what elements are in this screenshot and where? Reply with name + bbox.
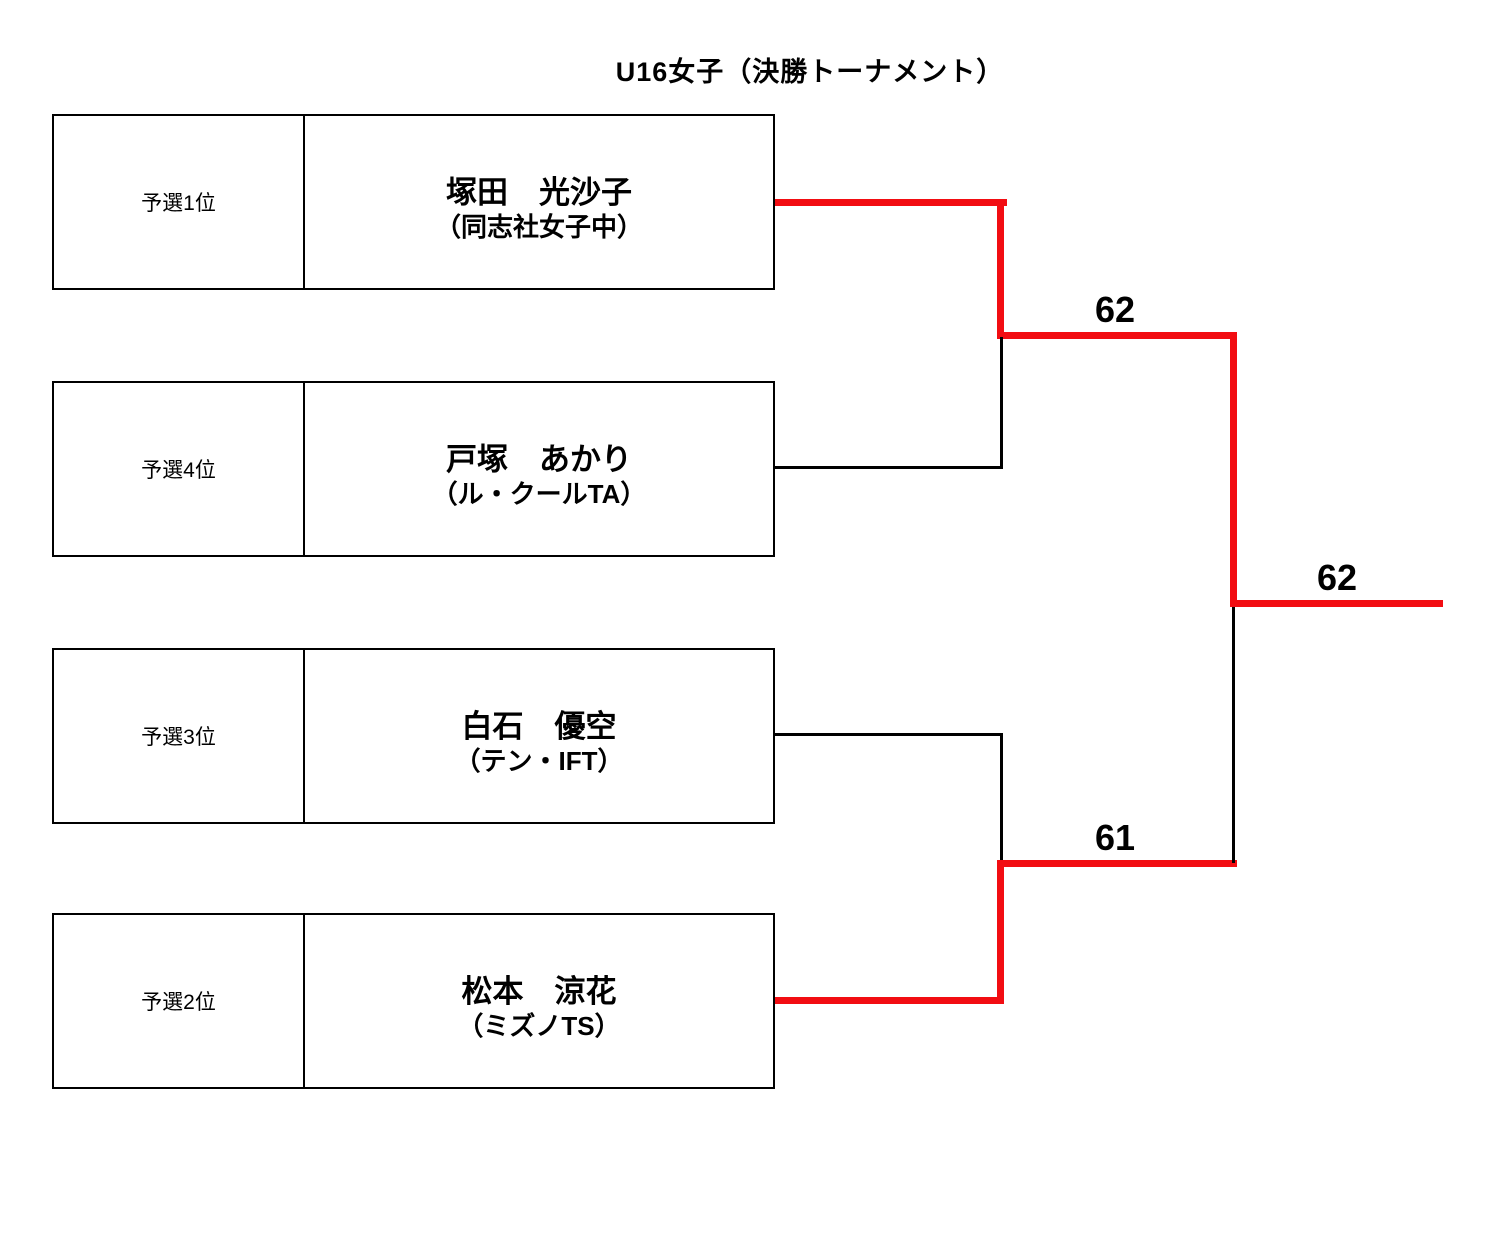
- winner-line-bottom-vertical: [997, 860, 1004, 1004]
- player-cell: 塚田 光沙子 （同志社女子中）: [305, 116, 773, 288]
- seed-label: 予選3位: [54, 650, 305, 822]
- player-name: 塚田 光沙子: [446, 175, 632, 211]
- winner-line-semifinal-bottom: [997, 860, 1237, 867]
- score-final: 62: [1316, 557, 1358, 598]
- winner-line-top-stub: [775, 199, 1007, 206]
- entry-row-seed2: 予選2位 松本 涼花 （ミズノTS）: [52, 913, 775, 1089]
- player-cell: 松本 涼花 （ミズノTS）: [305, 915, 773, 1087]
- seed-label: 予選1位: [54, 116, 305, 288]
- bracket-line-seed3-stub: [775, 733, 1003, 736]
- bracket-line-seed4-vertical: [1000, 337, 1003, 469]
- bracket-line-final-vertical: [1232, 607, 1235, 863]
- player-cell: 白石 優空 （テン・IFT）: [305, 650, 773, 822]
- entry-row-seed4: 予選4位 戸塚 あかり （ル・クールTA）: [52, 381, 775, 557]
- score-semifinal-bottom: 61: [1094, 817, 1136, 858]
- player-cell: 戸塚 あかり （ル・クールTA）: [305, 383, 773, 555]
- player-name: 松本 涼花: [461, 974, 617, 1010]
- winner-line-final: [1230, 600, 1443, 607]
- winner-line-top-vertical: [997, 199, 1004, 339]
- seed-label: 予選4位: [54, 383, 305, 555]
- winner-line-bottom-stub: [775, 997, 1004, 1004]
- bracket-line-seed3-vertical: [1000, 733, 1003, 865]
- player-club: （ミズノTS）: [457, 1010, 621, 1041]
- page-title: U16女子（決勝トーナメント）: [615, 57, 1005, 87]
- entry-row-seed1: 予選1位 塚田 光沙子 （同志社女子中）: [52, 114, 775, 290]
- entry-row-seed3: 予選3位 白石 優空 （テン・IFT）: [52, 648, 775, 824]
- winner-line-semifinal-top: [997, 332, 1237, 339]
- player-club: （同志社女子中）: [434, 211, 643, 242]
- winner-line-final-vertical: [1230, 332, 1237, 607]
- player-club: （ル・クールTA）: [431, 478, 647, 509]
- score-semifinal-top: 62: [1094, 289, 1136, 330]
- seed-label: 予選2位: [54, 915, 305, 1087]
- player-name: 戸塚 あかり: [446, 442, 632, 478]
- player-club: （テン・IFT）: [454, 745, 624, 776]
- bracket-line-seed4-stub: [775, 466, 1003, 469]
- player-name: 白石 優空: [461, 709, 617, 745]
